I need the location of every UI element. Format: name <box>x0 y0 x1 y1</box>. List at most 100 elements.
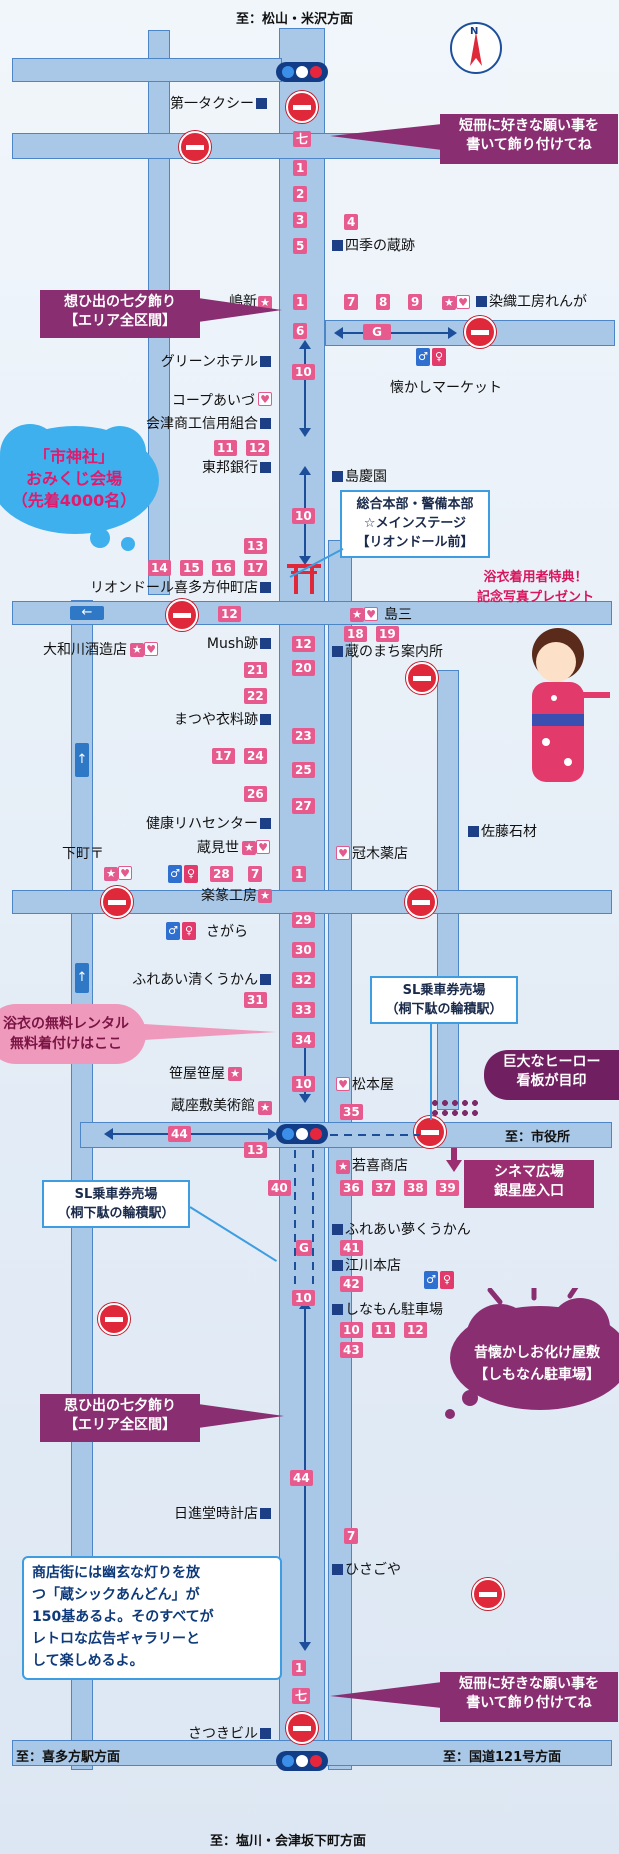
tanzaku-callout-bottom: 短冊に好きな願い事を 書いて飾り付けてね <box>440 1672 618 1722</box>
traffic-signal-south-icon <box>276 1751 328 1771</box>
direction-east: 至：国道121号方面 <box>443 1750 562 1765</box>
area-badge: 12 <box>246 440 269 456</box>
headquarters-info-box: 総合本部・警備本部 ☆メインステージ 【リオンドール前】 <box>340 490 490 558</box>
torii-gate-icon <box>287 564 321 594</box>
omikuji-cloud-icon <box>0 424 159 551</box>
no-entry-sign-icon <box>286 91 318 123</box>
area-badge: 35 <box>340 1104 363 1120</box>
place-name: 大和川酒造店 <box>43 642 127 658</box>
area-badge: 8 <box>376 294 391 310</box>
star-icon: ★ <box>242 841 256 855</box>
area-badge: 1 <box>292 866 307 882</box>
place-label: 日進堂時計店 <box>174 1506 273 1522</box>
place-label: 大和川酒造店 <box>43 642 127 658</box>
event-icons: ♥ <box>336 1077 350 1091</box>
place-name: 第一タクシー <box>170 96 254 112</box>
no-entry-sign-icon <box>98 1303 130 1335</box>
place-name: 四季の蔵跡 <box>345 238 415 254</box>
area-badge: 3 <box>293 212 308 228</box>
place-label: ふれあい夢くうかん <box>330 1222 471 1238</box>
place-name: 楽篆工房 <box>201 888 257 904</box>
place-name: ふれあい清くうかん <box>132 972 258 988</box>
area-badge: 9 <box>408 294 423 310</box>
place-label: 島慶園 <box>330 469 387 485</box>
route-line <box>304 345 306 433</box>
event-icons: ★♥ <box>130 642 158 657</box>
place-name: 日進堂時計店 <box>174 1506 258 1522</box>
place-name: ふれあい夢くうかん <box>345 1222 471 1238</box>
place-name: Mush跡 <box>206 636 258 652</box>
area-badge: 28 <box>210 866 233 882</box>
area-badge: 1 <box>292 1660 307 1676</box>
no-entry-sign-icon <box>406 662 438 694</box>
place-name: ひさごや <box>345 1562 401 1578</box>
heart-icon: ♥ <box>336 1077 350 1091</box>
info-line: （桐下駄の輪積駅） <box>385 1002 503 1017</box>
tanzaku-callout-top: 短冊に好きな願い事を 書いて飾り付けてね <box>440 114 618 164</box>
area-badge: 10 <box>292 364 315 380</box>
sl-ticket-box-2: SL乗車券売場 （桐下駄の輪積駅） <box>42 1180 190 1228</box>
callout-pointer <box>330 124 442 150</box>
arrow-down-icon <box>299 1642 311 1651</box>
place-label: さつきビル <box>188 1726 273 1742</box>
direction-south: 至：塩川・会津坂下町方面 <box>210 1834 367 1849</box>
one-way-up-icon: ↑ <box>75 963 89 993</box>
place-label: 東邦銀行 <box>202 460 273 476</box>
place-name: 若喜商店 <box>352 1158 408 1174</box>
star-icon: ★ <box>336 1160 350 1174</box>
place-label: コープあいづ <box>172 393 255 409</box>
place-label: 健康リハセンター <box>146 816 273 832</box>
place-name: 島慶園 <box>345 469 387 485</box>
callout-line: （先着4000名） <box>11 491 137 510</box>
yukata-callout: 浴衣着用者特典！ 記念写真プレゼント <box>452 568 619 618</box>
area-badge: 38 <box>404 1180 427 1196</box>
heart-icon: ♥ <box>118 866 132 880</box>
place-label: 懐かしマーケット <box>390 380 502 396</box>
area-badge: 44 <box>168 1126 191 1142</box>
arrow-left-icon <box>334 327 343 339</box>
place-label: 佐藤石材 <box>466 824 537 840</box>
star-icon: ★ <box>350 608 364 622</box>
one-way-left-icon: ← <box>70 606 104 620</box>
area-badge: 7 <box>344 294 359 310</box>
area-badge: 1 <box>293 160 308 176</box>
area-badge: 34 <box>292 1032 315 1048</box>
area-badge: 30 <box>292 942 315 958</box>
info-line: SL乗車券売場 <box>74 1187 158 1202</box>
place-label: 松本屋 <box>352 1077 394 1093</box>
callout-pointer <box>330 1682 442 1708</box>
place-label: まつや衣料跡 <box>174 712 273 728</box>
place-label: 染織工房れんが <box>474 294 587 310</box>
arrow-up-icon <box>299 466 311 475</box>
callout-line: おみくじ会場 <box>25 469 122 488</box>
area-badge: 42 <box>340 1276 363 1292</box>
place-label: 江川本店 <box>330 1258 401 1274</box>
no-entry-sign-icon <box>414 1116 446 1148</box>
tanabata-callout-2: 思ひ出の七夕飾り 【エリア全区間】 <box>40 1394 200 1442</box>
area-badge: 17 <box>212 748 235 764</box>
route-line <box>304 1036 306 1096</box>
yukata-rental-cloud <box>0 1004 146 1064</box>
note-line: 150基あるよ。そのすべてが <box>32 1609 214 1625</box>
area-badge: 4 <box>344 214 359 230</box>
callout-line: 【しもなん駐車場】 <box>474 1367 600 1383</box>
obake-cloud-icon <box>445 1288 619 1419</box>
omikuji-callout: 「市神社」 おみくじ会場 （先着4000名） <box>0 446 156 512</box>
area-badge: 10 <box>292 508 315 524</box>
lantern-note: 商店街には幽玄な灯りを放 つ「蔵シックあんどん」が 150基あるよ。そのすべてが… <box>22 1556 282 1680</box>
place-label: 笹屋笹屋 <box>169 1066 225 1082</box>
area-badge: 5 <box>293 238 308 254</box>
place-name: 蔵座敷美術館 <box>171 1098 255 1114</box>
area-badge: 七 <box>292 1688 311 1704</box>
place-name: 下町〒 <box>62 846 104 862</box>
direction-city-hall: 至：市役所 <box>505 1130 571 1145</box>
place-label: 冠木薬店 <box>352 846 408 862</box>
no-entry-sign-icon <box>179 131 211 163</box>
place-name: コープあいづ <box>171 393 255 409</box>
heart-icon: ♥ <box>364 607 378 621</box>
callout-pointer <box>198 1404 284 1428</box>
no-entry-sign-icon <box>405 886 437 918</box>
area-badge: 40 <box>268 1180 291 1196</box>
road-horizontal-1 <box>12 58 282 82</box>
restroom-icon: ♂♀ <box>424 1271 454 1289</box>
